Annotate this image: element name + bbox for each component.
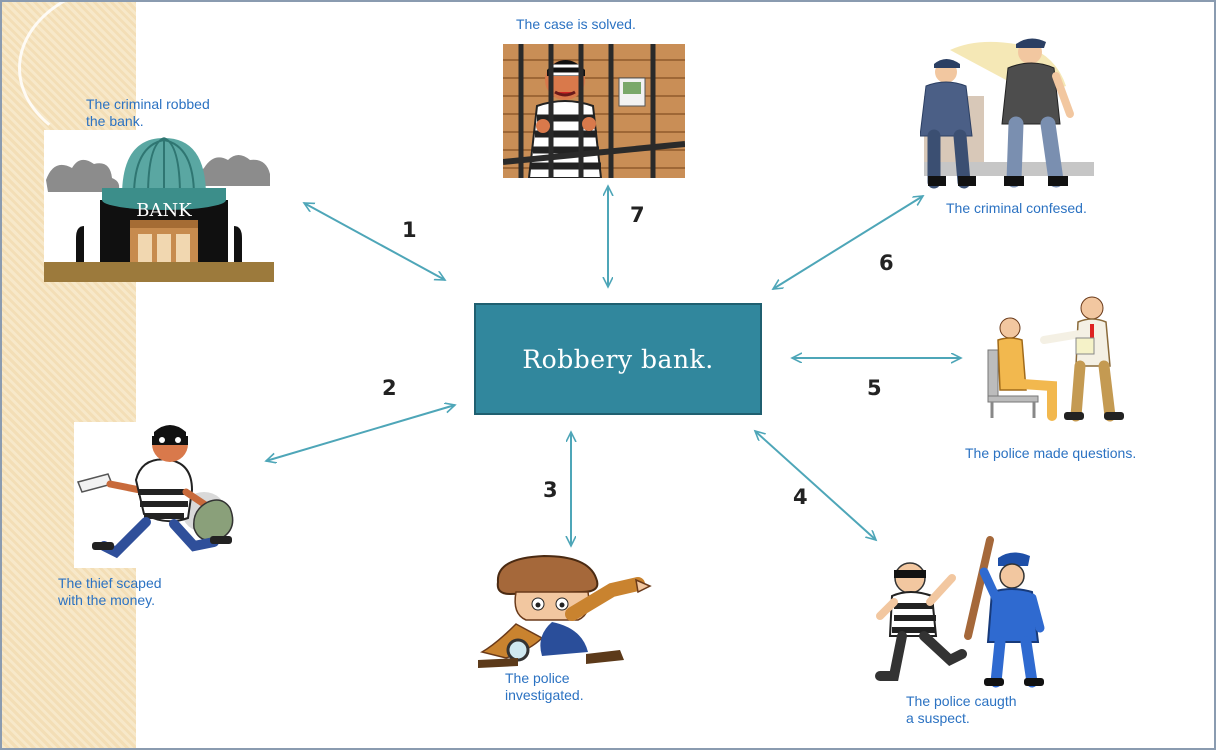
thief-illustration [74, 422, 256, 568]
arrow-6 [773, 196, 923, 289]
caption-step-3-line-1: The police [505, 670, 570, 686]
caption-step-6: The criminal confesed. [946, 200, 1087, 217]
caption-step-2-line-2: with the money. [58, 592, 156, 608]
step-number-2: 2 [382, 376, 397, 400]
interrogation-illustration [987, 296, 1124, 422]
caption-step-7-line-1: The case is solved. [516, 16, 636, 32]
arrest-illustration [875, 536, 1045, 688]
prisoner-illustration [503, 44, 685, 178]
caption-step-3: The police investigated. [505, 670, 584, 704]
step-number-1: 1 [402, 218, 417, 242]
caption-step-1-line-1: The criminal robbed [86, 96, 210, 112]
caption-step-2: The thief scaped with the money. [58, 575, 162, 609]
caption-step-5: The police made questions. [965, 445, 1136, 462]
caption-step-4-line-2: a suspect. [906, 710, 970, 726]
officers-illustration [920, 38, 1094, 189]
bank-sign: BANK [136, 200, 192, 221]
caption-step-4-line-1: The police caugth [906, 693, 1017, 709]
caption-step-7: The case is solved. [516, 16, 636, 33]
caption-step-5-line-1: The police made questions. [965, 445, 1137, 461]
caption-step-1: The criminal robbed the bank. [86, 96, 210, 130]
step-number-7: 7 [630, 203, 645, 227]
caption-step-6-line-1: The criminal confesed. [946, 200, 1087, 216]
arrow-4 [755, 431, 876, 540]
step-number-6: 6 [879, 251, 894, 275]
arrow-2 [266, 405, 455, 461]
detective-illustration [478, 554, 652, 668]
step-number-4: 4 [793, 485, 808, 509]
caption-step-1-line-2: the bank. [86, 113, 144, 129]
arrow-1 [304, 202, 445, 281]
caption-step-2-line-1: The thief scaped [58, 575, 162, 591]
caption-step-4: The police caugth a suspect. [906, 693, 1017, 727]
center-box: Robbery bank. [474, 303, 762, 415]
center-label: Robbery bank. [522, 344, 714, 374]
step-number-3: 3 [543, 478, 558, 502]
decorative-curve [18, 0, 264, 156]
bank-illustration: BANK [44, 130, 274, 282]
caption-step-3-line-2: investigated. [505, 687, 584, 703]
step-number-5: 5 [867, 376, 882, 400]
